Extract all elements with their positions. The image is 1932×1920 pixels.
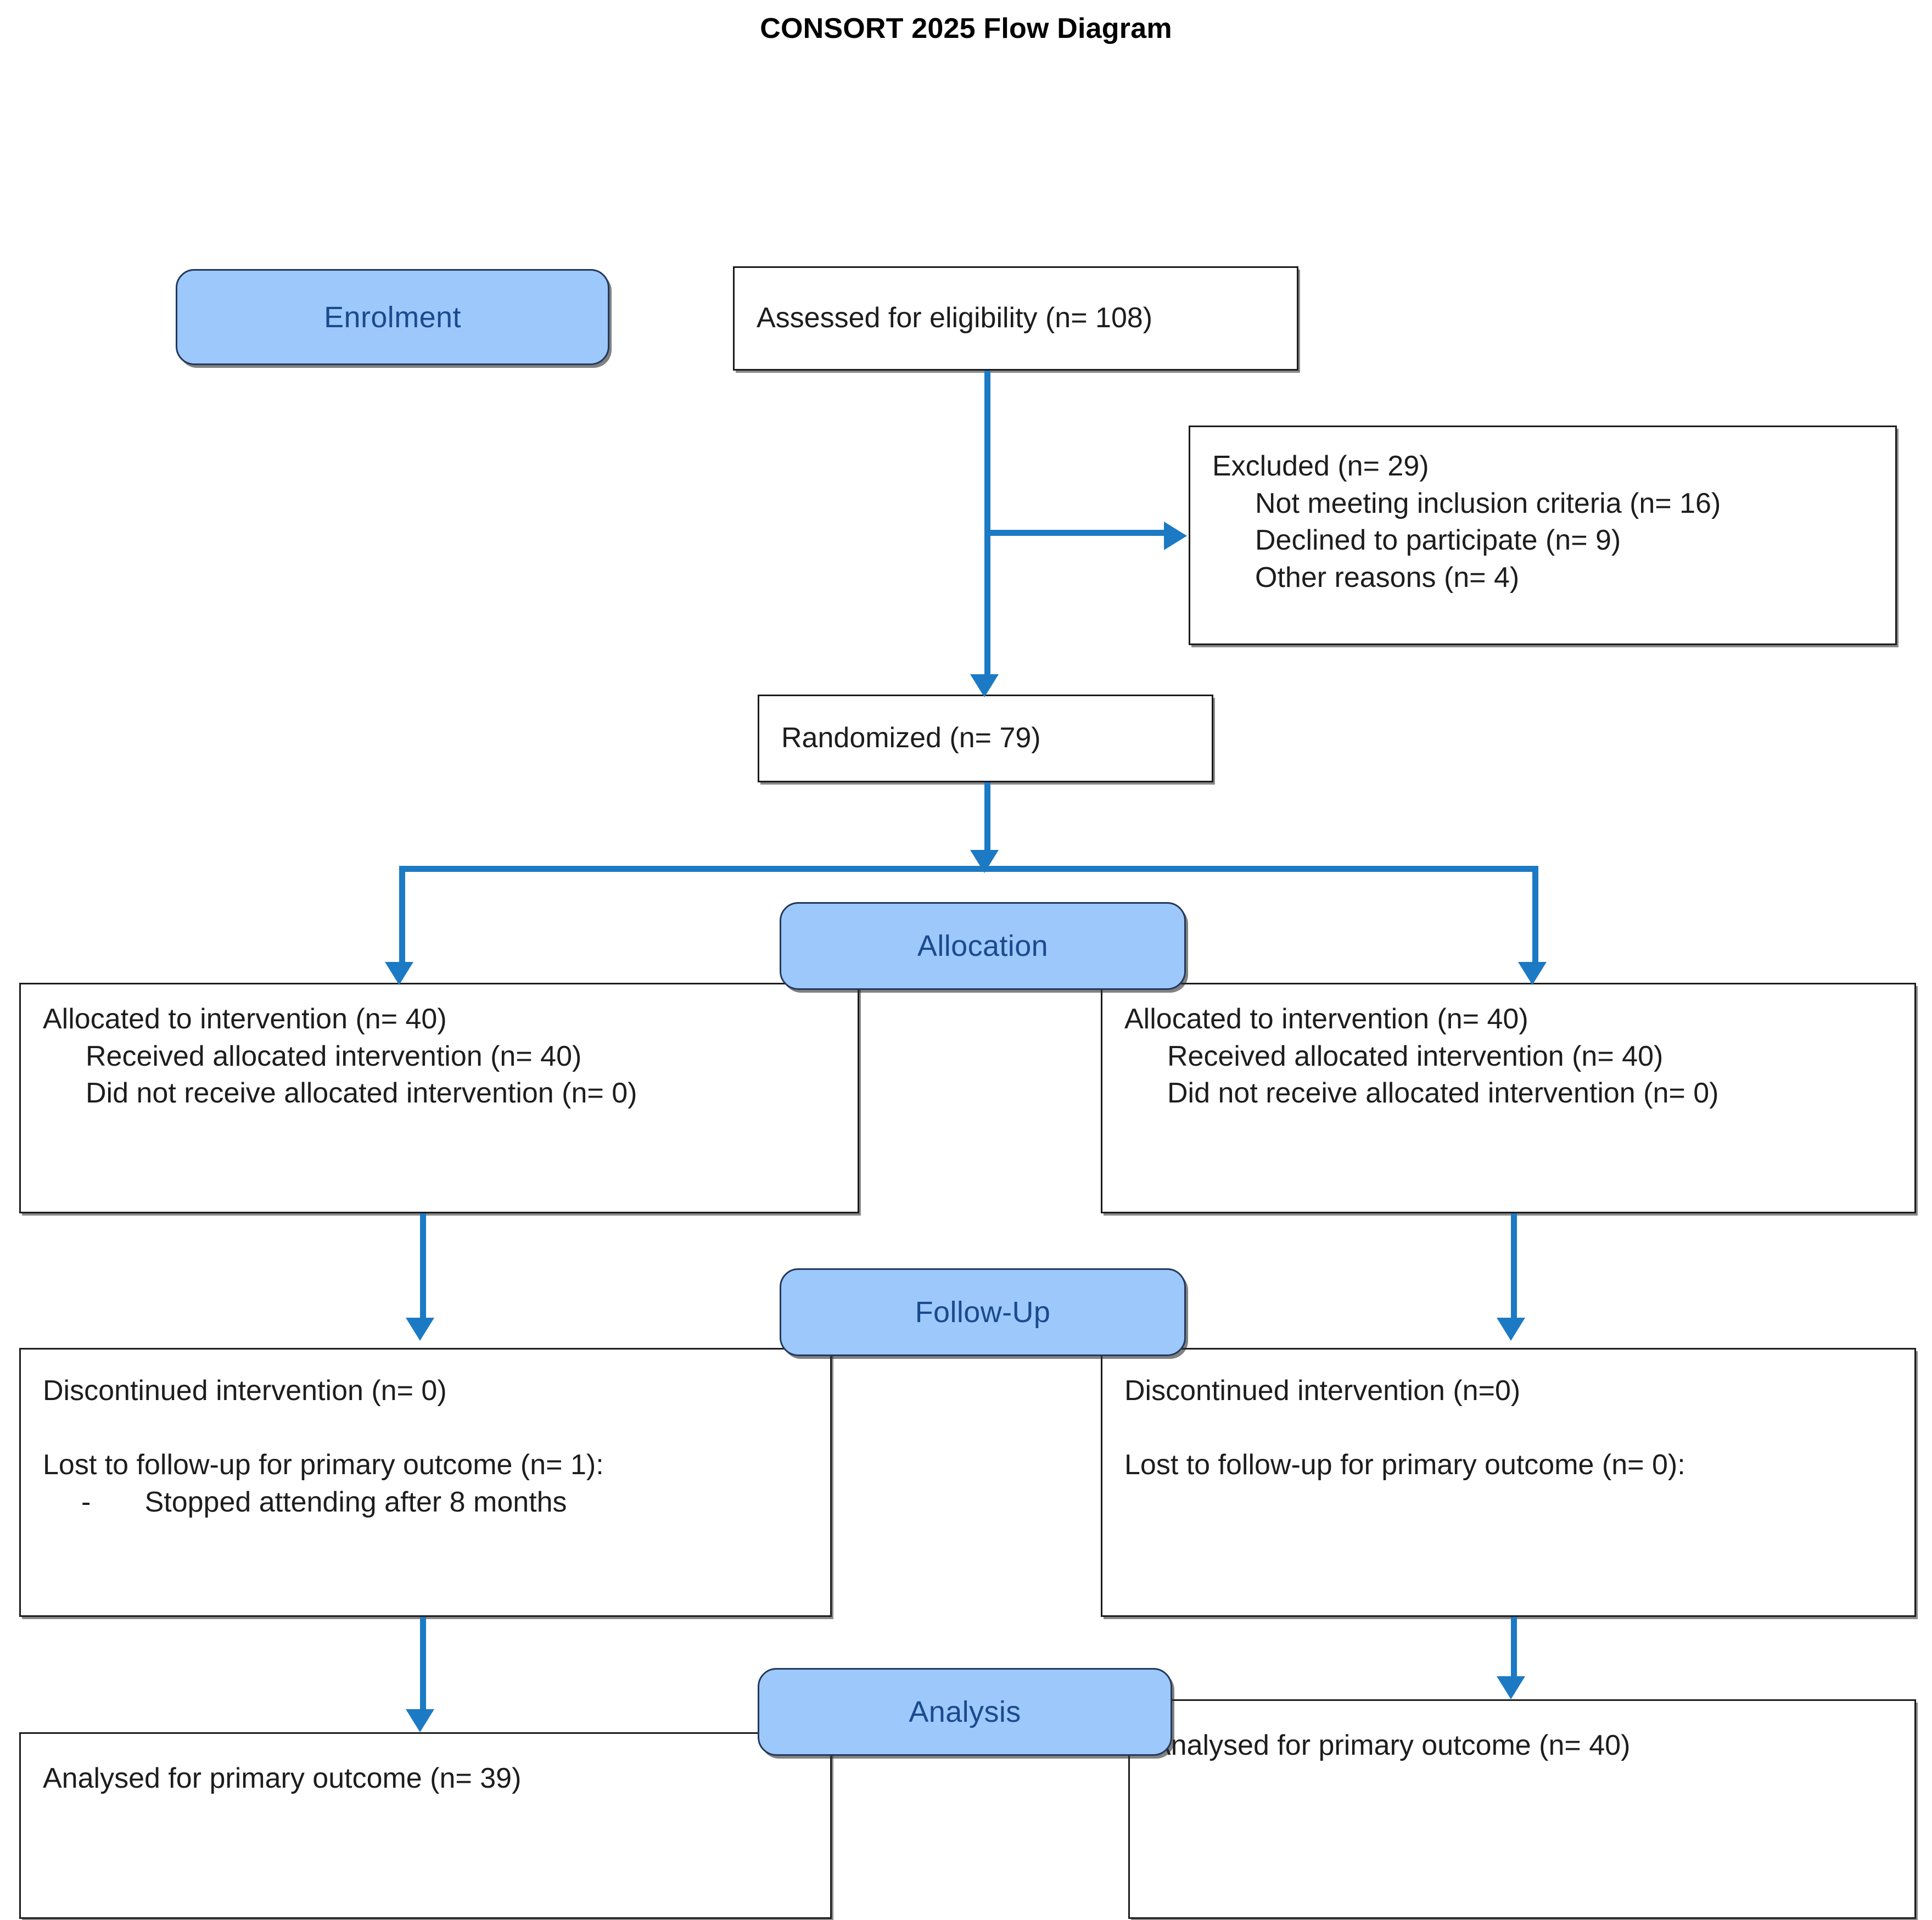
- followup-left-discontinued: Discontinued intervention (n= 0): [43, 1375, 447, 1407]
- arrowhead-analysis-right: [1497, 1676, 1525, 1699]
- stage-badge-analysis: Analysis: [758, 1668, 1172, 1756]
- excluded-reason-1: Declined to participate (n= 9): [1255, 524, 1621, 557]
- arrowhead-analysis-left: [406, 1709, 434, 1732]
- followup-right-text: Discontinued intervention (n=0) Lost to f…: [1124, 1373, 1900, 1484]
- box-analysis-left: Analysed for primary outcome (n= 39): [19, 1732, 832, 1919]
- allocation-left-heading: Allocated to intervention (n= 40): [43, 1003, 447, 1035]
- followup-left-lost: Lost to follow-up for primary outcome (n…: [43, 1449, 604, 1481]
- allocation-left-line-1: Did not receive allocated intervention (…: [86, 1077, 637, 1110]
- arrowhead-followup-right: [1497, 1318, 1525, 1341]
- box-assessed-for-eligibility: Assessed for eligibility (n= 108): [733, 266, 1298, 371]
- connector-allocation-right-to-followup: [1511, 1213, 1517, 1323]
- analysis-right-text: Analysed for primary outcome (n= 40): [1152, 1729, 1631, 1761]
- box-analysis-right: Analysed for primary outcome (n= 40): [1128, 1699, 1916, 1919]
- arrowhead-to-randomized: [970, 674, 999, 697]
- stage-badge-allocation-label: Allocation: [917, 930, 1049, 962]
- excluded-text: Excluded (n= 29) Not meeting inclusion cr…: [1212, 448, 1881, 596]
- box-allocation-left: Allocated to intervention (n= 40) Receive…: [19, 983, 859, 1213]
- arrowhead-split-right: [1518, 962, 1547, 985]
- connector-randomized-down: [984, 782, 990, 854]
- excluded-heading: Excluded (n= 29): [1212, 450, 1429, 482]
- allocation-left-line-0: Received allocated intervention (n= 40): [86, 1040, 582, 1072]
- assessed-text: Assessed for eligibility (n= 108): [757, 302, 1153, 334]
- allocation-right-text: Allocated to intervention (n= 40) Receive…: [1124, 1001, 1900, 1112]
- arrowhead-randomized-split: [970, 850, 999, 873]
- connector-split-left: [399, 866, 405, 967]
- page-title: CONSORT 2025 Flow Diagram: [760, 13, 1172, 44]
- arrowhead-split-left: [385, 962, 413, 985]
- stage-badge-follow-up: Follow-Up: [780, 1268, 1186, 1356]
- randomized-text: Randomized (n= 79): [781, 722, 1041, 754]
- connector-split-right: [1532, 866, 1538, 967]
- connector-followup-right-to-analysis: [1511, 1617, 1517, 1680]
- box-followup-left: Discontinued intervention (n= 0) Lost to …: [19, 1348, 832, 1617]
- followup-right-lost: Lost to follow-up for primary outcome (n…: [1124, 1449, 1685, 1481]
- stage-badge-analysis-label: Analysis: [909, 1695, 1021, 1728]
- excluded-reason-2: Other reasons (n= 4): [1255, 561, 1520, 594]
- box-allocation-right: Allocated to intervention (n= 40) Receive…: [1101, 983, 1916, 1213]
- allocation-left-text: Allocated to intervention (n= 40) Receive…: [43, 1001, 843, 1112]
- analysis-left-text: Analysed for primary outcome (n= 39): [43, 1762, 522, 1794]
- box-followup-right: Discontinued intervention (n=0) Lost to f…: [1101, 1348, 1916, 1617]
- allocation-right-line-1: Did not receive allocated intervention (…: [1167, 1077, 1719, 1110]
- box-randomized: Randomized (n= 79): [758, 695, 1213, 782]
- connector-to-excluded: [987, 530, 1168, 536]
- arrowhead-to-excluded: [1164, 522, 1187, 550]
- connector-allocation-splitter: [399, 866, 1538, 872]
- followup-left-text: Discontinued intervention (n= 0) Lost to …: [43, 1373, 816, 1521]
- followup-left-reason-0: - Stopped attending after 8 months: [81, 1486, 567, 1518]
- excluded-reason-0: Not meeting inclusion criteria (n= 16): [1255, 487, 1721, 519]
- connector-followup-left-to-analysis: [420, 1617, 426, 1713]
- arrowhead-followup-left: [406, 1318, 434, 1341]
- stage-badge-enrolment-label: Enrolment: [324, 300, 461, 334]
- box-excluded: Excluded (n= 29) Not meeting inclusion cr…: [1189, 426, 1897, 645]
- allocation-right-heading: Allocated to intervention (n= 40): [1124, 1003, 1528, 1035]
- stage-badge-follow-up-label: Follow-Up: [915, 1296, 1051, 1329]
- connector-assessed-to-randomized: [984, 371, 990, 678]
- followup-right-discontinued: Discontinued intervention (n=0): [1124, 1375, 1521, 1407]
- connector-allocation-left-to-followup: [420, 1213, 426, 1323]
- stage-badge-enrolment: Enrolment: [176, 269, 609, 365]
- allocation-right-line-0: Received allocated intervention (n= 40): [1167, 1040, 1664, 1072]
- stage-badge-allocation: Allocation: [780, 902, 1186, 990]
